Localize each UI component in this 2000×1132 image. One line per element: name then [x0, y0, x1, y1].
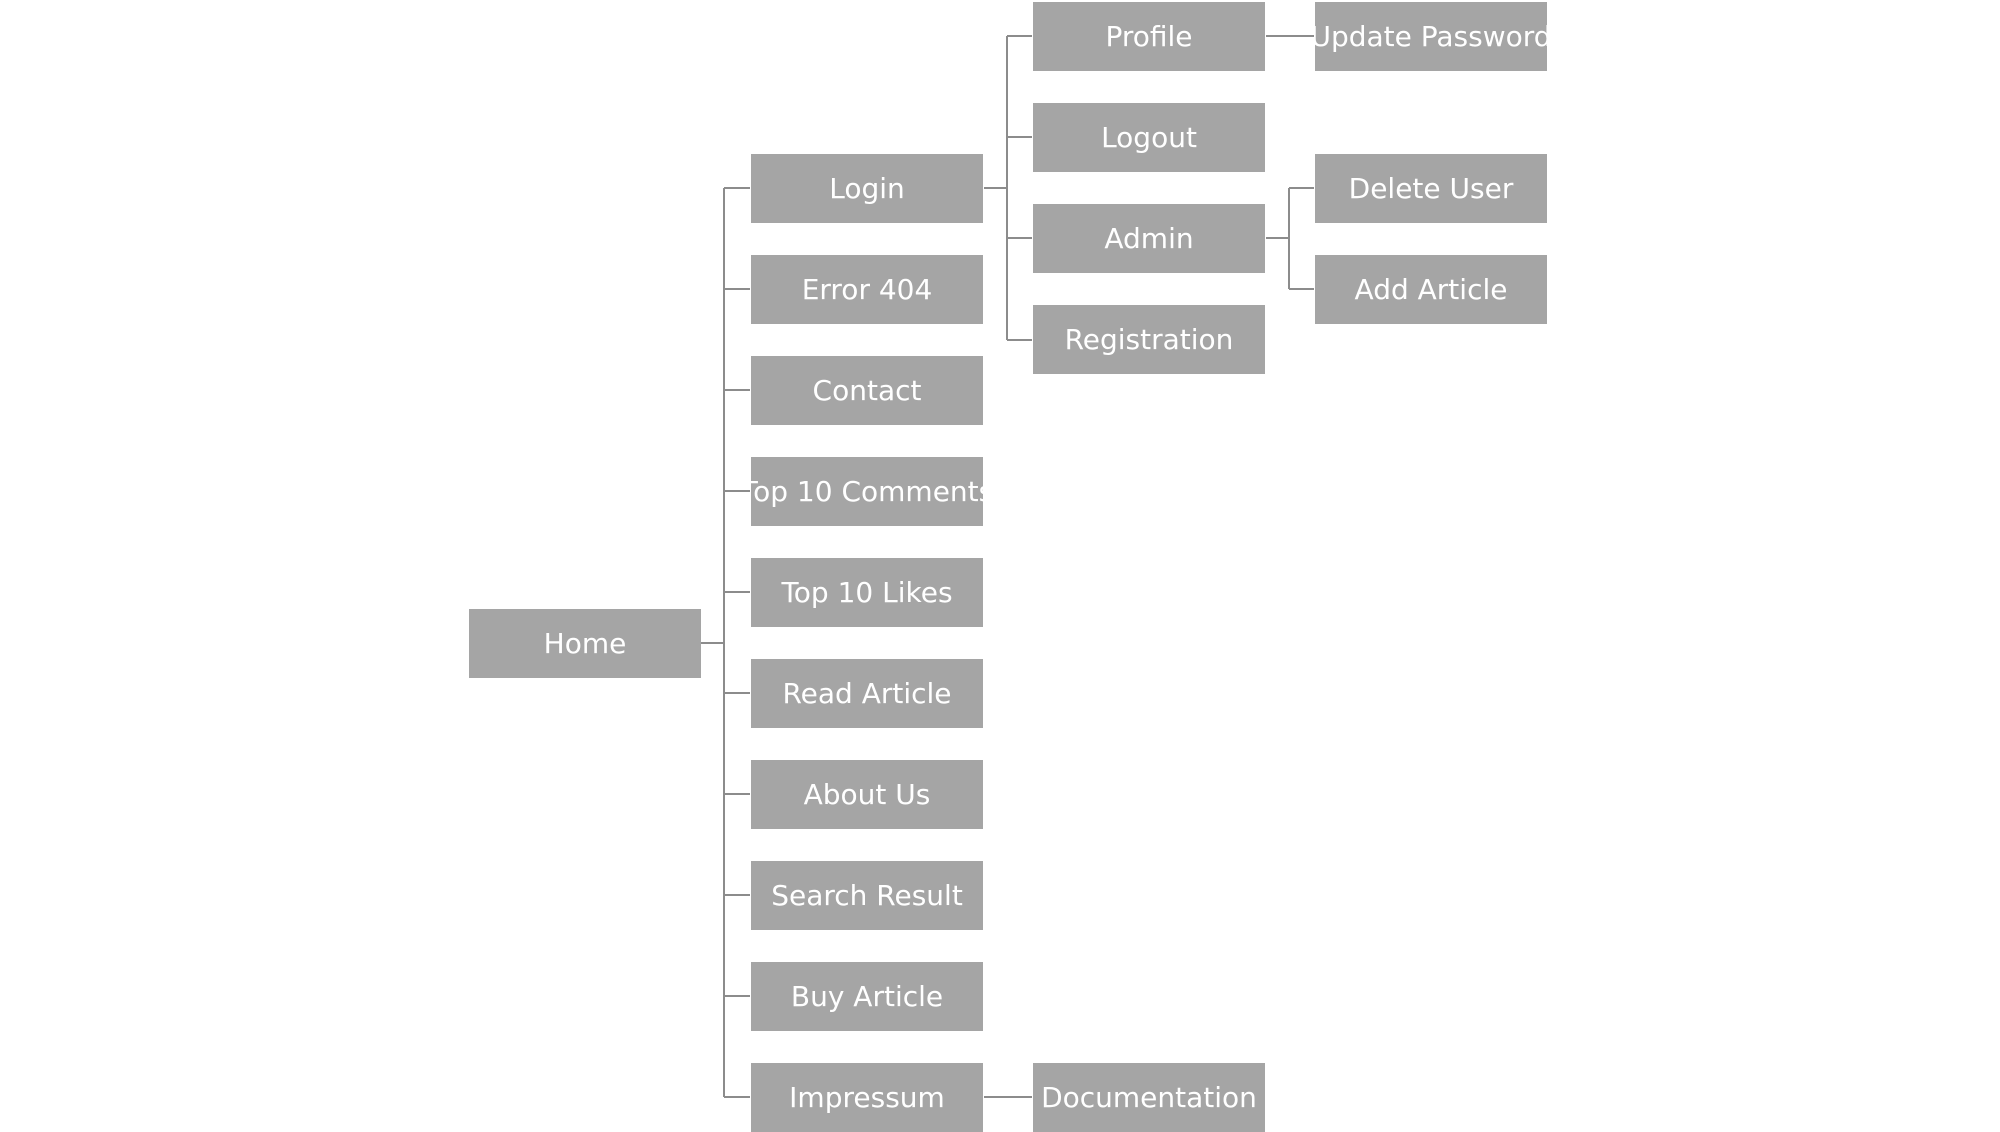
- node-registration: Registration: [1033, 305, 1265, 374]
- node-about-us: About Us: [751, 760, 983, 829]
- node-admin: Admin: [1033, 204, 1265, 273]
- node-add-article: Add Article: [1315, 255, 1547, 324]
- node-top-10-likes: Top 10 Likes: [751, 558, 983, 627]
- node-login: Login: [751, 154, 983, 223]
- node-contact: Contact: [751, 356, 983, 425]
- node-documentation: Documentation: [1033, 1063, 1265, 1132]
- node-logout: Logout: [1033, 103, 1265, 172]
- node-delete-user: Delete User: [1315, 154, 1547, 223]
- connector-home: [701, 187, 750, 1098]
- node-read-article: Read Article: [751, 659, 983, 728]
- node-error-404: Error 404: [751, 255, 983, 324]
- node-buy-article: Buy Article: [751, 962, 983, 1031]
- connector-admin: [1266, 187, 1314, 290]
- node-search-result: Search Result: [751, 861, 983, 930]
- node-update-password: Update Password: [1315, 2, 1547, 71]
- node-home: Home: [469, 609, 701, 678]
- node-impressum: Impressum: [751, 1063, 983, 1132]
- node-top-10-comments: Top 10 Comments: [751, 457, 983, 526]
- node-profile: Profile: [1033, 2, 1265, 71]
- connector-login: [984, 35, 1032, 341]
